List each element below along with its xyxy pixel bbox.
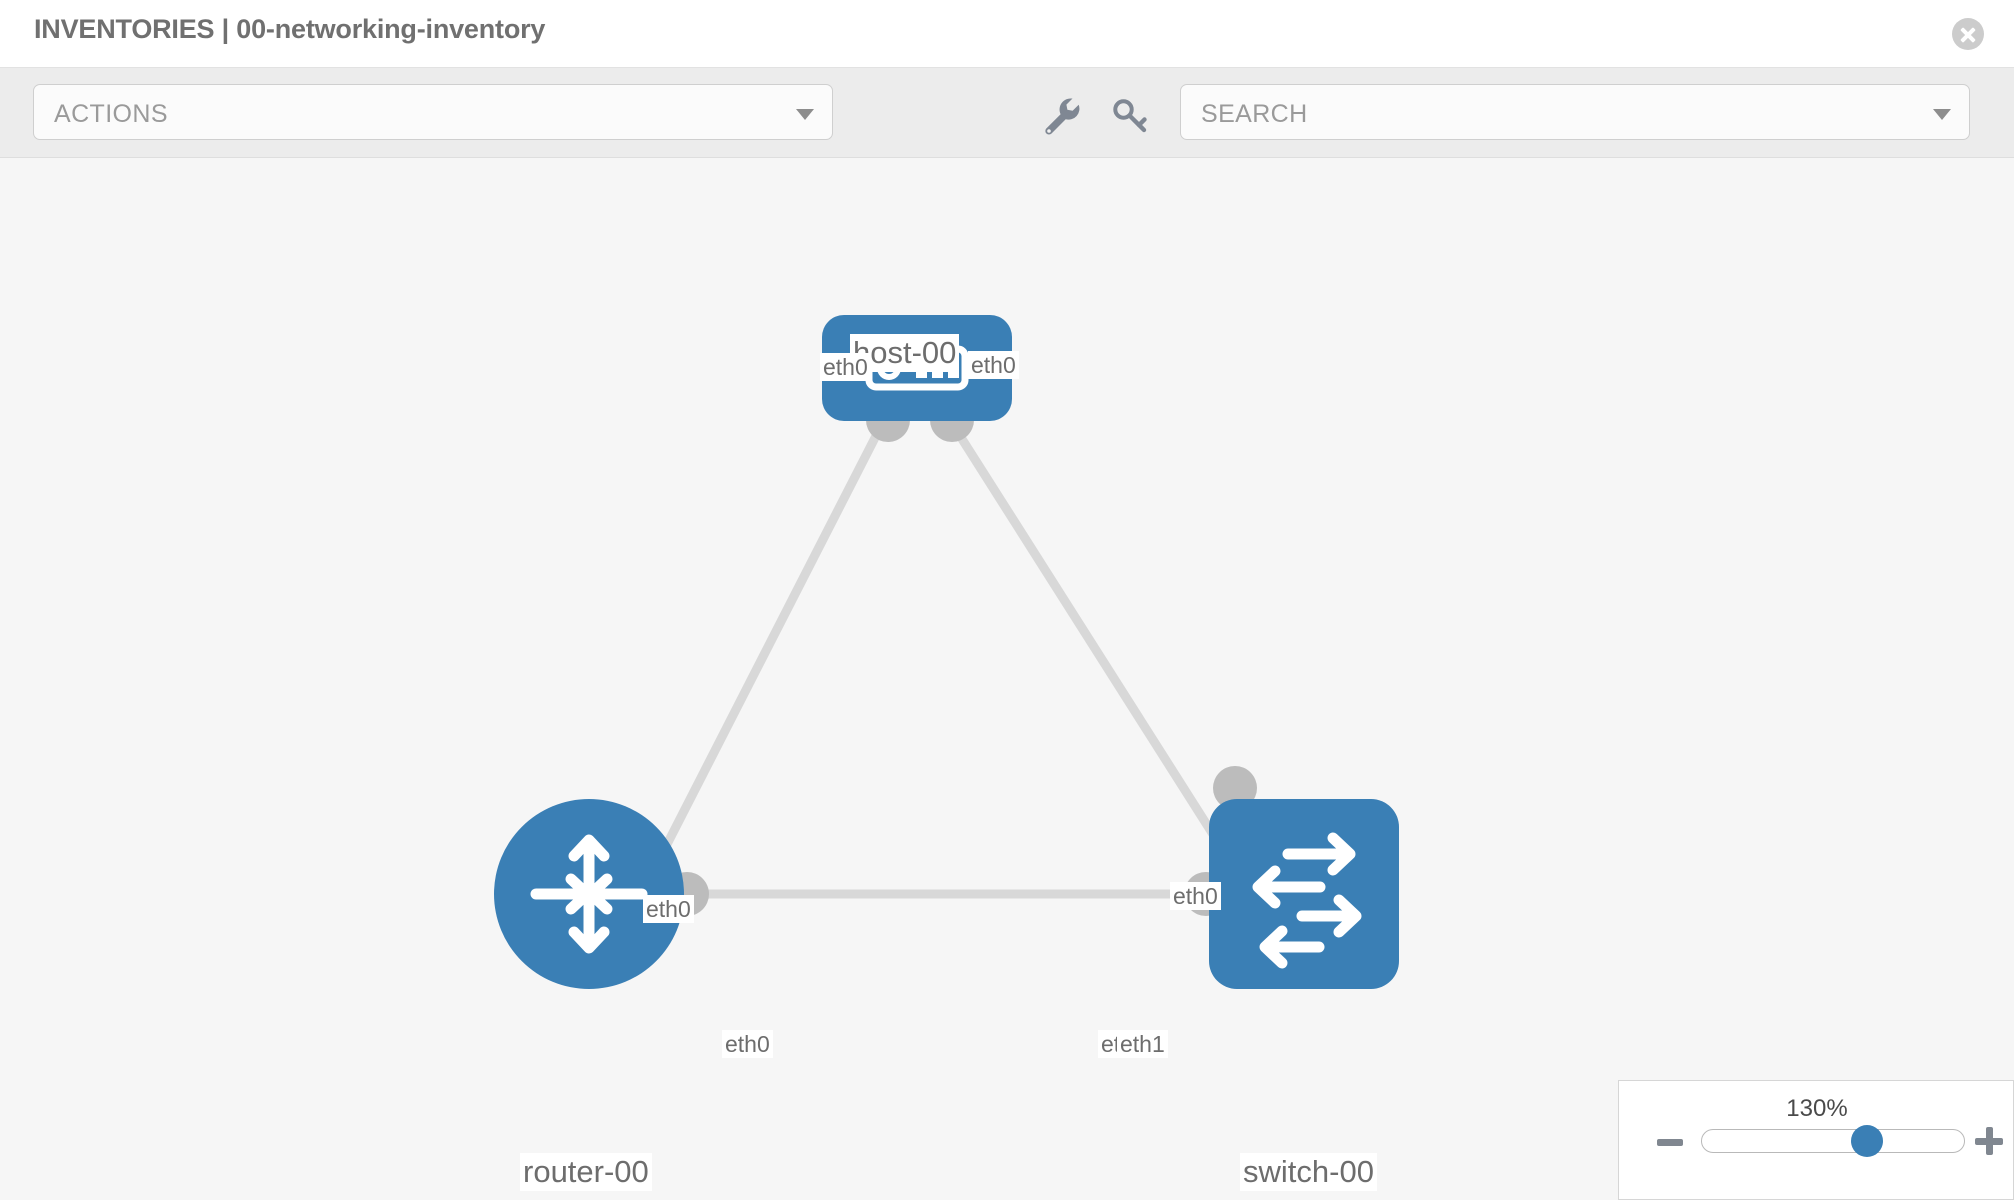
link-router-host: [655, 425, 885, 861]
close-icon[interactable]: [1952, 18, 1984, 50]
topology-canvas[interactable]: host-00 router-00 switch-00 eth0 eth0 et…: [0, 158, 2014, 1200]
edge-label-switch-host-eth0: eth0: [1170, 882, 1221, 911]
node-label-switch-00: switch-00: [1240, 1153, 1377, 1191]
toolbar: ACTIONS SEARCH: [0, 68, 2014, 158]
key-icon[interactable]: [1108, 94, 1152, 138]
search-placeholder: SEARCH: [1201, 100, 1308, 128]
chevron-down-icon: [796, 109, 814, 120]
zoom-slider-track[interactable]: [1701, 1129, 1965, 1153]
page-title: INVENTORIES | 00-networking-inventory: [34, 14, 546, 44]
plus-icon-horizontal: [1975, 1137, 2003, 1145]
zoom-in-button[interactable]: [1975, 1127, 2003, 1155]
page-header: INVENTORIES | 00-networking-inventory: [0, 0, 2014, 68]
wrench-icon[interactable]: [1040, 94, 1084, 138]
edge-label-host-eth0-right: eth0: [968, 351, 1019, 380]
edge-label-host-eth0-left: eth0: [820, 353, 871, 382]
zoom-slider-thumb[interactable]: [1851, 1125, 1883, 1157]
link-host-switch: [951, 425, 1232, 861]
router-icon: [530, 834, 648, 954]
zoom-control-panel: 130%: [1618, 1080, 2014, 1200]
zoom-out-button[interactable]: [1657, 1139, 1683, 1146]
actions-dropdown[interactable]: ACTIONS: [33, 84, 833, 140]
zoom-level-label: 130%: [1786, 1095, 1848, 1122]
node-label-router-00: router-00: [520, 1153, 652, 1191]
chevron-down-icon: [1933, 109, 1951, 120]
topology-node-router-00[interactable]: [494, 799, 684, 989]
edge-label-router-host-eth0: eth0: [643, 895, 694, 924]
edge-label-switch-eth1: eth1: [1117, 1030, 1168, 1059]
switch-icon: [1252, 832, 1362, 969]
search-input[interactable]: SEARCH: [1180, 84, 1970, 140]
edge-label-router-switch-eth0: eth0: [722, 1030, 773, 1059]
actions-dropdown-label: ACTIONS: [54, 100, 168, 128]
topology-node-switch-00[interactable]: [1209, 799, 1399, 989]
zoom-slider[interactable]: [1701, 1125, 1965, 1157]
node-shape-switch: [1209, 799, 1399, 989]
